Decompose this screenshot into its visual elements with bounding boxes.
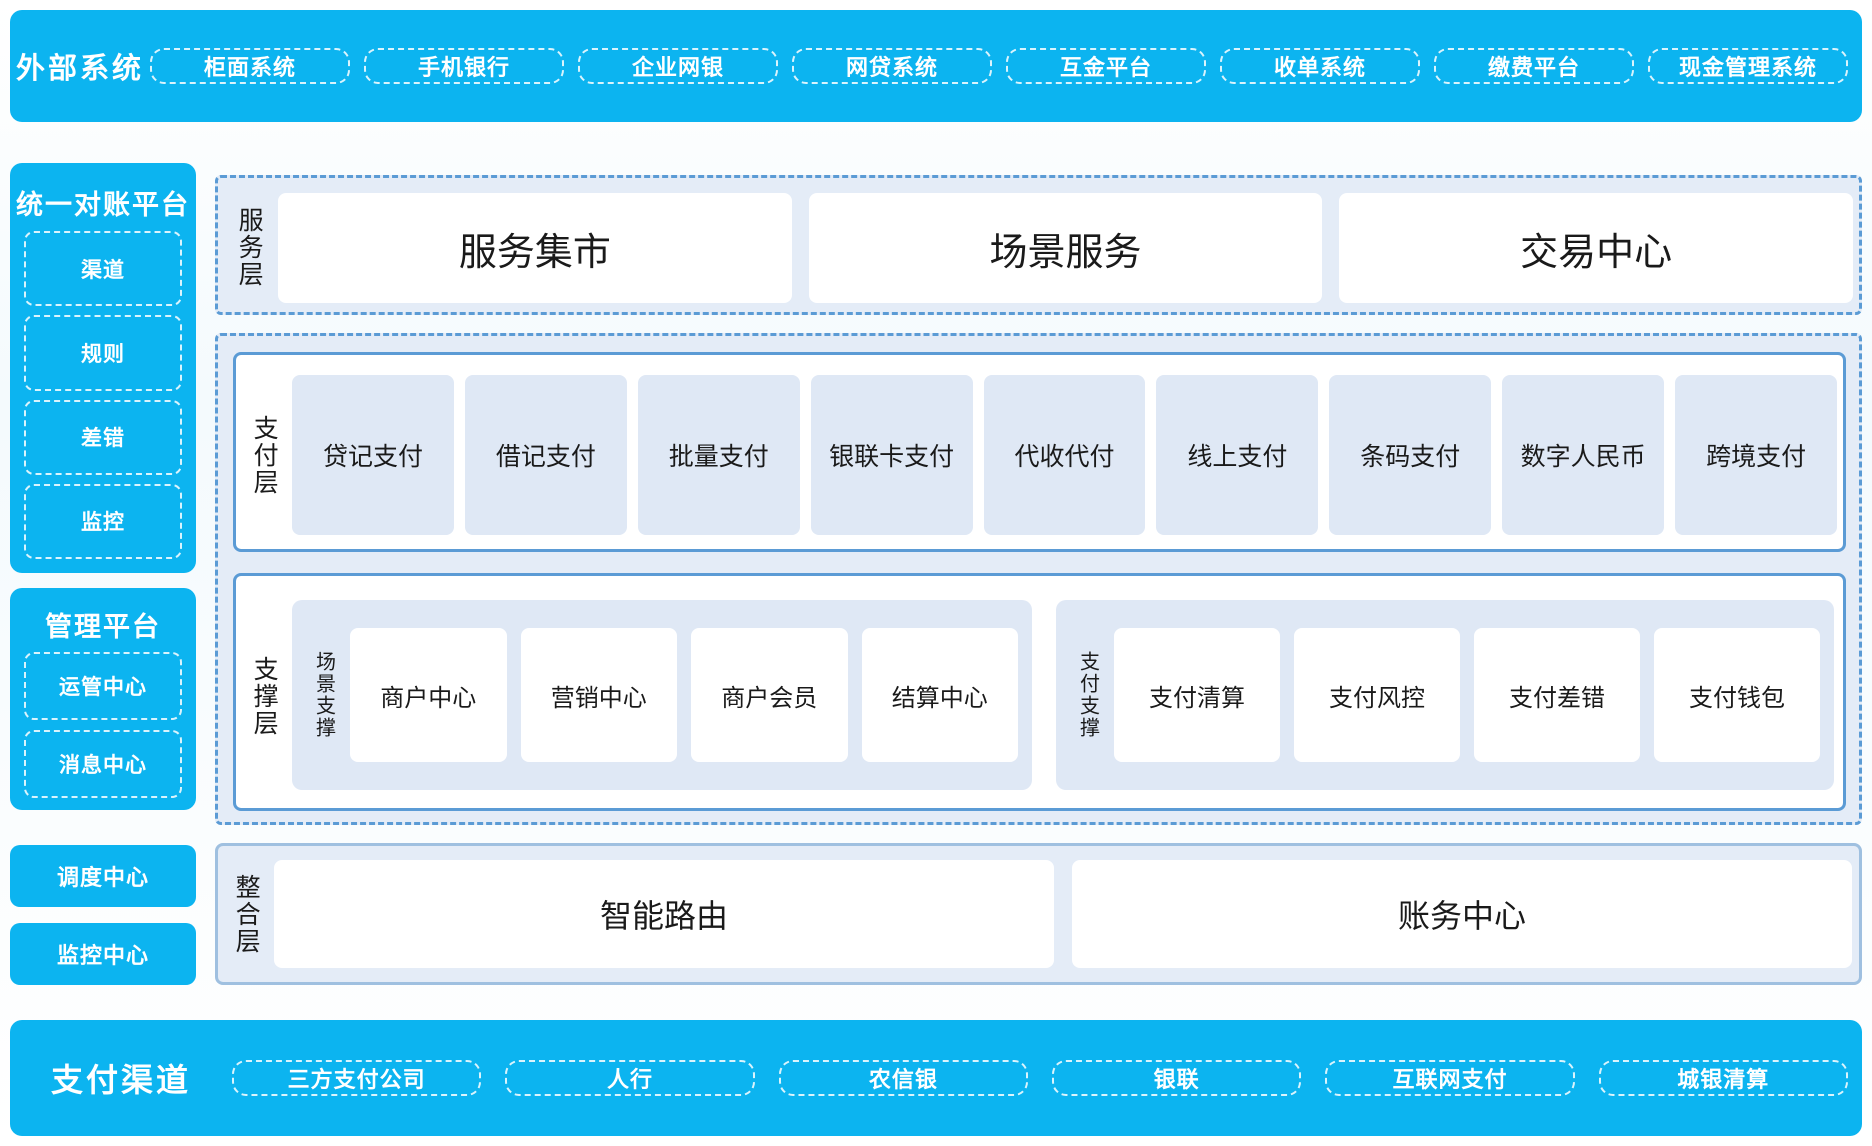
service-card-marketplace[interactable]: 服务集市 [278,193,792,303]
payment-card-online[interactable]: 线上支付 [1156,375,1319,535]
external-systems-title: 外部系统 [15,53,144,85]
payment-channel-chip[interactable]: 农信银 [778,1060,1028,1096]
external-system-chip[interactable]: 收单系统 [1220,48,1420,84]
payment-card-collection-payment[interactable]: 代收代付 [983,375,1146,535]
support-layer-label: 支撑层 [250,655,279,737]
payment-channel-chip[interactable]: 城银清算 [1598,1060,1848,1096]
external-system-chip[interactable]: 缴费平台 [1434,48,1634,84]
sidebar-item-scheduling-center[interactable]: 调度中心 [10,845,196,907]
sidebar-item-message-center[interactable]: 消息中心 [24,730,182,798]
sidebar-item-operations-center[interactable]: 运管中心 [24,652,182,720]
sidebar-card-reconciliation: 统一对账平台 渠道 规则 差错 监控 [10,163,196,573]
sidebar-item-monitoring-center[interactable]: 监控中心 [10,923,196,985]
sidebar-item-rule[interactable]: 规则 [24,315,182,391]
support-group-scenario-label: 场景支撑 [312,651,335,739]
support-card-merchant-member[interactable]: 商户会员 [691,628,848,762]
sidebar-item-channel[interactable]: 渠道 [24,231,182,307]
payment-layer-container: 支付层 贷记支付 借记支付 批量支付 银联卡支付 代收代付 线上支付 条码支付 … [233,352,1846,552]
external-systems-bar: 外部系统 柜面系统 手机银行 企业网银 网贷系统 互金平台 收单系统 缴费平台 … [10,10,1862,122]
support-card-payment-wallet[interactable]: 支付钱包 [1654,628,1820,762]
payment-channel-chip[interactable]: 银联 [1051,1060,1302,1096]
reconciliation-title: 统一对账平台 [16,189,190,220]
payment-card-credit[interactable]: 贷记支付 [292,375,454,535]
payment-card-digital-rmb[interactable]: 数字人民币 [1502,375,1665,535]
sidebar-item-monitor[interactable]: 监控 [24,483,182,559]
payment-card-cross-border[interactable]: 跨境支付 [1675,375,1838,535]
external-system-chip[interactable]: 网贷系统 [792,48,992,84]
support-card-marketing-center[interactable]: 营销中心 [520,628,677,762]
payment-channel-chip[interactable]: 互联网支付 [1325,1060,1575,1096]
external-system-chip[interactable]: 柜面系统 [150,48,350,84]
external-system-chip[interactable]: 互金平台 [1006,48,1206,84]
payment-card-debit[interactable]: 借记支付 [464,375,627,535]
service-layer-label: 服务层 [235,206,264,288]
support-card-merchant-center[interactable]: 商户中心 [350,628,507,762]
support-card-payment-riskcontrol[interactable]: 支付风控 [1294,628,1460,762]
service-layer-container: 服务层 服务集市 场景服务 交易中心 [215,175,1862,315]
payment-card-batch[interactable]: 批量支付 [637,375,800,535]
management-title: 管理平台 [45,611,161,642]
support-group-payment-label: 支付支撑 [1076,651,1099,739]
integration-card-smart-routing[interactable]: 智能路由 [274,860,1054,968]
service-card-transaction-center[interactable]: 交易中心 [1339,193,1854,303]
support-card-payment-clearing[interactable]: 支付清算 [1114,628,1280,762]
support-layer-container: 支撑层 场景支撑 商户中心 营销中心 商户会员 结算中心 支付支撑 支付清算 支… [233,573,1846,811]
support-card-payment-error[interactable]: 支付差错 [1474,628,1640,762]
payment-card-unionpay[interactable]: 银联卡支付 [810,375,973,535]
payment-channels-title: 支付渠道 [50,1062,191,1098]
external-system-chip[interactable]: 手机银行 [364,48,564,84]
support-group-payment: 支付支撑 支付清算 支付风控 支付差错 支付钱包 [1056,600,1834,790]
integration-layer-label: 整合层 [232,873,261,955]
integration-card-accounting-center[interactable]: 账务中心 [1072,860,1852,968]
service-card-scenario[interactable]: 场景服务 [808,193,1323,303]
payment-channels-bar: 支付渠道 三方支付公司 人行 农信银 银联 互联网支付 城银清算 [10,1020,1862,1136]
payment-channel-chip[interactable]: 人行 [505,1060,755,1096]
support-card-settlement-center[interactable]: 结算中心 [861,628,1018,762]
payment-layer-label: 支付层 [250,414,279,496]
payment-card-barcode[interactable]: 条码支付 [1329,375,1492,535]
sidebar-item-error[interactable]: 差错 [24,399,182,475]
core-layers-container: 支付层 贷记支付 借记支付 批量支付 银联卡支付 代收代付 线上支付 条码支付 … [215,333,1862,825]
sidebar-card-management: 管理平台 运管中心 消息中心 [10,588,196,810]
external-system-chip[interactable]: 现金管理系统 [1648,48,1848,84]
integration-layer-container: 整合层 智能路由 账务中心 [215,843,1862,985]
support-group-scenario: 场景支撑 商户中心 营销中心 商户会员 结算中心 [292,600,1032,790]
payment-channel-chip[interactable]: 三方支付公司 [232,1060,482,1096]
external-system-chip[interactable]: 企业网银 [578,48,778,84]
